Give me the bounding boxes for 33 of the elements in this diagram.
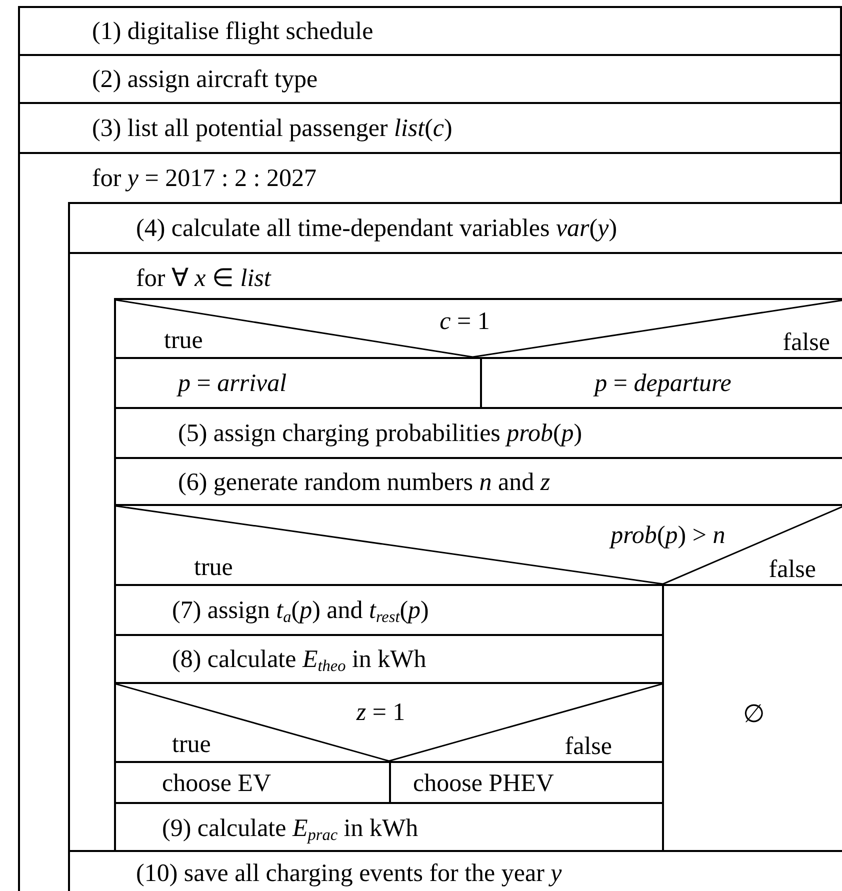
branch-label: false	[768, 557, 816, 582]
step-text: p = departure	[594, 371, 732, 396]
loop-block	[18, 152, 842, 891]
step-text: (3) list all potential passenger list(c)	[92, 116, 452, 141]
step-text: (9) calculate E$_{prac}$ in kWh	[162, 816, 418, 844]
process-box	[18, 6, 842, 56]
step-text: choose EV	[162, 770, 271, 796]
step-text: (8) calculate E$_{theo}$ in kWh	[172, 647, 426, 674]
step-text: p = arrival	[178, 371, 287, 396]
step-text: (2) assign aircraft type	[92, 67, 318, 92]
loop-header: for y = 2017 : 2 : 2027	[92, 166, 317, 191]
process-box	[68, 202, 842, 254]
step-text: choose PHEV	[413, 770, 554, 796]
process-box	[68, 850, 842, 891]
condition-text: c = 1	[440, 309, 490, 334]
branch-label: false	[564, 734, 612, 759]
branch-label: true	[164, 328, 203, 353]
condition-text: prob(p) > n	[610, 522, 726, 548]
step-text: (6) generate random numbers n and z	[178, 470, 550, 494]
branch-label: true	[194, 555, 233, 580]
step-text: (5) assign charging probabilities prob(p)	[178, 421, 582, 446]
process-box	[18, 102, 842, 154]
empty-symbol: ∅	[743, 702, 765, 727]
step-text: (10) save all charging events for the year y	[136, 861, 562, 886]
process-box	[18, 54, 842, 104]
branch-label: true	[172, 732, 211, 757]
step-text: (7) assign t$_{a}$(p) and t$_{rest}$(p)	[172, 598, 429, 626]
loop-block	[68, 252, 842, 852]
loop-header: for ∀ x ∈ list	[136, 266, 271, 291]
step-text: (1) digitalise flight schedule	[92, 19, 374, 44]
step-text: (4) calculate all time-dependant variables var(y)	[136, 216, 618, 241]
condition-text: z = 1	[356, 700, 406, 726]
branch-label: false	[782, 330, 830, 355]
